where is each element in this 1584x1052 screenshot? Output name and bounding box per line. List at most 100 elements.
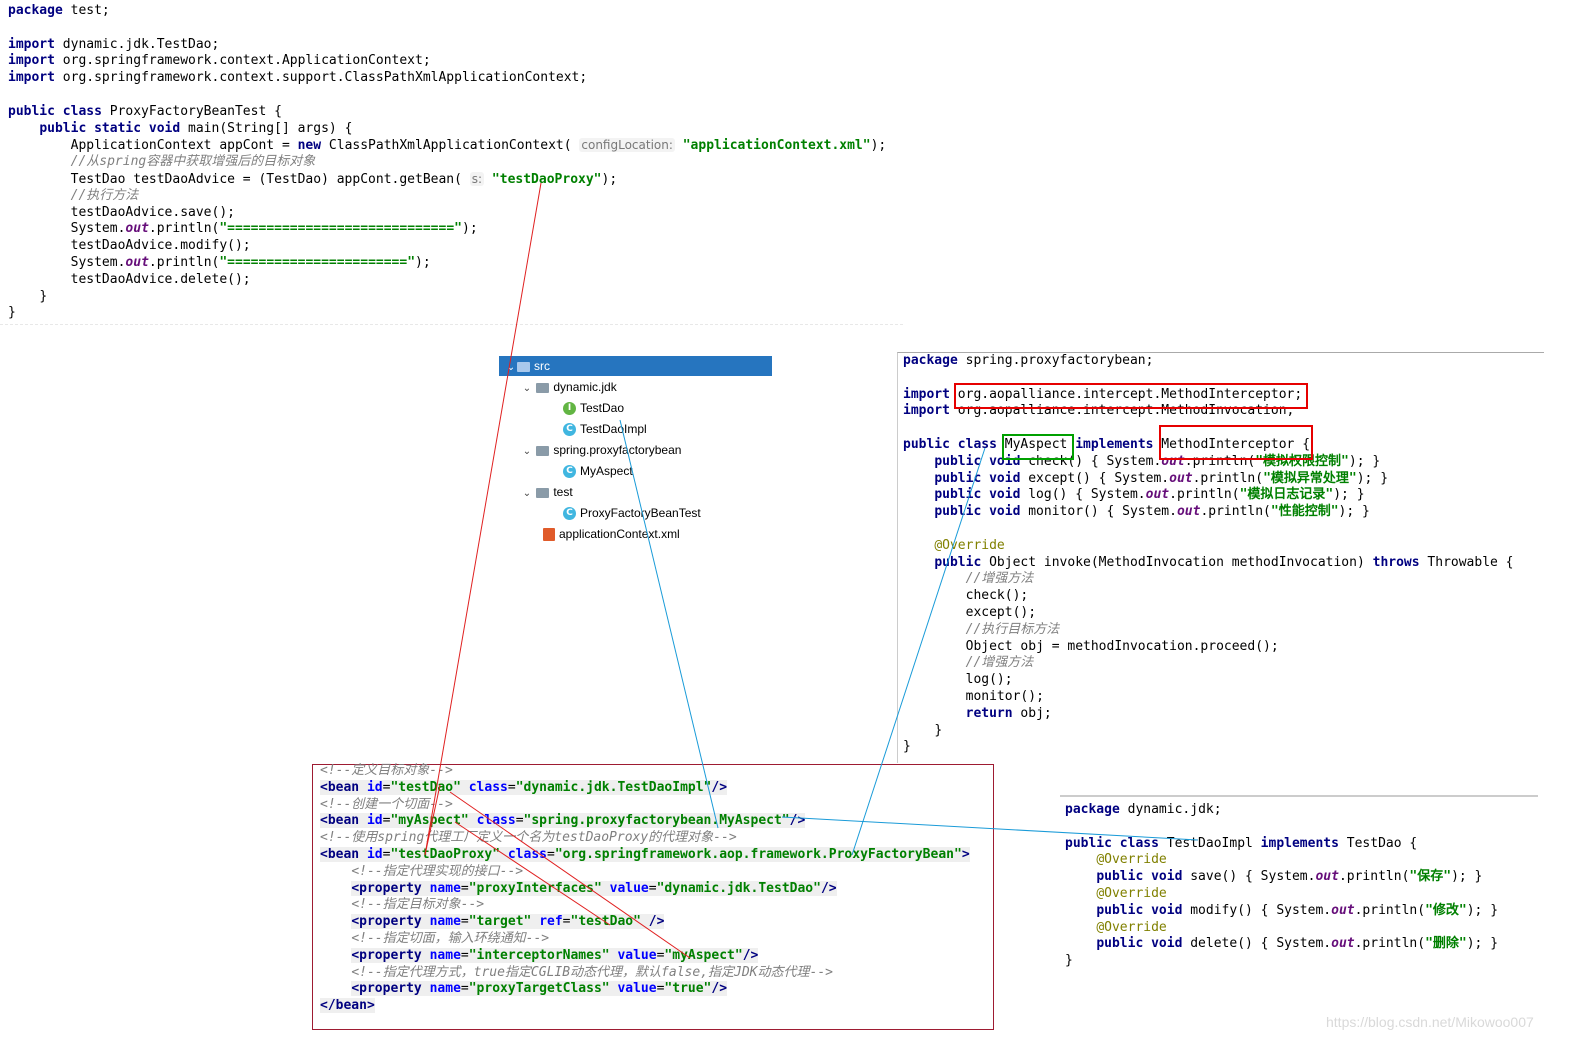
code-line: System.out.println("====================… <box>8 221 903 238</box>
tree-item-applicationcontext-xml[interactable]: applicationContext.xml <box>543 524 680 544</box>
code-line: import org.springframework.context.suppo… <box>8 70 903 87</box>
code-text: monitor() { System. <box>1028 504 1177 520</box>
chevron-down-icon[interactable]: ⌄ <box>522 488 532 499</box>
code-line: public void log() { System.out.println("… <box>903 487 1543 504</box>
code-line: package spring.proxyfactorybean; <box>903 353 1543 370</box>
code-line: import org.springframework.context.Appli… <box>8 53 903 70</box>
impl-code-editor[interactable]: package dynamic.jdk; public class TestDa… <box>1065 802 1540 970</box>
static-field: out <box>125 254 149 270</box>
code-text: ); } <box>1356 470 1389 486</box>
code-text: ); } <box>1333 487 1365 503</box>
code-text: check(); <box>965 588 1029 604</box>
tree-item-spring-proxyfactorybean[interactable]: ⌄ spring.proxyfactorybean <box>521 440 682 460</box>
comment: <!--指定代理实现的接口--> <box>351 863 524 879</box>
comment: <!--指定目标对象--> <box>351 897 485 913</box>
xml-tag: /> <box>711 779 728 795</box>
code-line: public class ProxyFactoryBeanTest { <box>8 104 903 121</box>
xml-attr: value <box>617 947 657 963</box>
code-line: public void modify() { System.out.printl… <box>1065 903 1540 920</box>
code-text: TestDao { <box>1338 835 1418 851</box>
code-text: testDaoAdvice.save(); <box>70 204 235 220</box>
xml-value: "testDao" <box>390 779 461 795</box>
code-line: public void delete() { System.out.printl… <box>1065 936 1540 953</box>
keyword: implements <box>1260 835 1339 851</box>
tree-item-src[interactable]: ⌄ src <box>505 356 550 376</box>
xml-value: "org.springframework.aop.framework.Proxy… <box>554 846 962 862</box>
static-field: out <box>1331 936 1355 952</box>
code-line: <!--定义目标对象--> <box>320 763 990 780</box>
xml-value: "myAspect" <box>664 947 743 963</box>
comment: <!--定义目标对象--> <box>320 763 453 778</box>
code-text: } <box>39 288 48 304</box>
code-text: } <box>8 305 16 321</box>
code-line: testDaoAdvice.modify(); <box>8 238 903 255</box>
keyword: public void <box>1096 936 1183 952</box>
code-line: import org.aopalliance.intercept.MethodI… <box>903 387 1543 404</box>
tree-item-label: MyAspect <box>580 464 633 478</box>
xml-tag: <property <box>351 981 422 997</box>
xml-attr: id <box>366 813 383 829</box>
main-code-editor[interactable]: package test; import dynamic.jdk.TestDao… <box>8 3 903 322</box>
chevron-down-icon[interactable]: ⌄ <box>522 383 532 394</box>
keyword: return <box>965 705 1013 721</box>
code-line: <property name="proxyTargetClass" value=… <box>351 981 728 997</box>
xml-code-editor[interactable]: <!--定义目标对象--> <bean id="testDao" class="… <box>320 763 990 1015</box>
comment: <!--创建一个切面--> <box>320 796 453 812</box>
package-icon <box>536 382 550 393</box>
xml-tag: </bean> <box>320 998 375 1014</box>
xml-tag: <property <box>351 880 422 896</box>
code-line: @Override <box>1065 920 1540 937</box>
code-text: Object obj = methodInvocation.proceed(); <box>965 638 1279 654</box>
watermark: https://blog.csdn.net/Mikowoo007 <box>1326 1014 1534 1030</box>
annotation: @Override <box>1096 885 1167 901</box>
static-field: out <box>1331 902 1355 918</box>
tree-item-label: ProxyFactoryBeanTest <box>580 506 701 520</box>
code-line: public void except() { System.out.printl… <box>903 471 1543 488</box>
chevron-down-icon[interactable]: ⌄ <box>506 362 516 373</box>
code-text: .println( <box>1338 869 1410 885</box>
code-line: <bean id="testDao" class="dynamic.jdk.Te… <box>320 779 728 795</box>
tree-item-myaspect[interactable]: C MyAspect <box>563 461 633 481</box>
code-line: //增强方法 <box>903 571 1543 588</box>
code-text: except() { System. <box>1028 470 1170 486</box>
class-icon: C <box>563 465 576 479</box>
code-line: testDaoAdvice.save(); <box>8 205 903 222</box>
code-line: <property name="interceptorNames" value=… <box>351 947 759 963</box>
code-text: ApplicationContext appCont = <box>70 138 298 154</box>
keyword: public class <box>8 103 102 119</box>
code-text: dynamic.jdk.TestDao; <box>62 36 220 52</box>
annotation: @Override <box>1096 852 1167 868</box>
param-hint: s: <box>469 171 485 186</box>
xml-value: "testDao" <box>570 914 641 930</box>
code-text: ); } <box>1338 504 1370 520</box>
code-text: System. <box>70 221 126 237</box>
code-line: return obj; <box>903 706 1543 723</box>
xml-tag: /> <box>742 947 759 963</box>
code-text: .println( <box>1200 504 1271 520</box>
tree-item-test[interactable]: ⌄ test <box>521 482 573 502</box>
code-line: <!--指定目标对象--> <box>320 897 990 914</box>
code-line: <bean id="testDaoProxy" class="org.sprin… <box>320 846 970 862</box>
tree-item-dynamic-jdk[interactable]: ⌄ dynamic.jdk <box>521 377 617 397</box>
keyword: import <box>8 53 55 69</box>
code-text: testDaoAdvice.delete(); <box>70 271 251 287</box>
aspect-code-editor[interactable]: package spring.proxyfactorybean; import … <box>903 353 1543 756</box>
chevron-down-icon[interactable]: ⌄ <box>522 446 532 457</box>
code-text: System. <box>70 254 126 270</box>
class-icon: C <box>563 423 576 437</box>
tree-item-label: src <box>534 359 550 373</box>
code-line: except(); <box>903 605 1543 622</box>
keyword: public class <box>903 436 997 452</box>
code-text: MyAspect <box>1004 436 1076 452</box>
code-line: Object obj = methodInvocation.proceed(); <box>903 639 1543 656</box>
xml-attr: id <box>366 846 383 862</box>
code-line: public static void main(String[] args) { <box>8 121 903 138</box>
code-line: <bean id="myAspect" class="spring.proxyf… <box>320 813 806 829</box>
code-text: testDaoAdvice.modify(); <box>70 238 251 254</box>
xml-attr: value <box>617 981 657 997</box>
code-text: .println( <box>148 254 220 270</box>
